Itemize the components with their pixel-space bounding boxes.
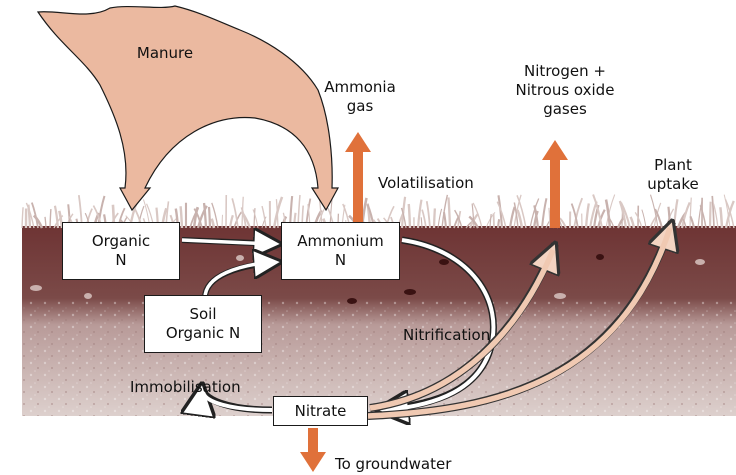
grass-blade bbox=[438, 209, 442, 228]
soil-texture bbox=[22, 300, 736, 416]
grass-blade bbox=[418, 200, 421, 228]
grass-blade bbox=[586, 203, 589, 228]
soil-stone bbox=[404, 289, 416, 295]
grass-blade bbox=[409, 204, 410, 228]
ammonia-gas-label: Ammonia gas bbox=[310, 78, 410, 116]
grass-blade bbox=[710, 202, 711, 228]
volatilisation-arrow bbox=[345, 132, 371, 226]
soil-stone bbox=[236, 255, 244, 261]
grass-blade bbox=[700, 205, 706, 228]
soil-stone bbox=[695, 259, 705, 265]
grass-blade bbox=[720, 207, 722, 228]
grass-blade bbox=[642, 210, 646, 228]
grass-blade bbox=[427, 201, 430, 228]
soil-stone bbox=[439, 259, 449, 265]
soil-stone bbox=[347, 298, 357, 304]
nitrogen-gases-arrow bbox=[542, 140, 568, 228]
grass-blade bbox=[490, 214, 491, 228]
grass-blade bbox=[498, 219, 499, 228]
grass-blade bbox=[444, 212, 446, 228]
grass-blade bbox=[712, 196, 714, 228]
nitrification-label: Nitrification bbox=[403, 326, 503, 345]
nitrogen-gases-label: Nitrogen + Nitrous oxide gases bbox=[500, 62, 630, 119]
grass-blade bbox=[448, 197, 450, 228]
grass-blade bbox=[50, 209, 51, 228]
grass-blade bbox=[209, 207, 210, 228]
nitrate-box: Nitrate bbox=[273, 396, 368, 426]
soil-stone bbox=[30, 285, 42, 291]
volatilisation-label: Volatilisation bbox=[378, 174, 490, 193]
grass-blade bbox=[434, 208, 435, 228]
groundwater-arrow bbox=[300, 428, 326, 472]
manure-label: Manure bbox=[130, 44, 200, 63]
plant-uptake-label: Plant uptake bbox=[638, 156, 708, 194]
ammonium-n-box: Ammonium N bbox=[281, 222, 400, 280]
soil-stone bbox=[84, 293, 92, 299]
manure-pile bbox=[38, 6, 338, 210]
groundwater-label: To groundwater bbox=[335, 455, 470, 474]
grass-blade bbox=[690, 198, 691, 228]
soil-stone bbox=[596, 254, 604, 260]
soil-stone bbox=[554, 293, 566, 299]
grass-blade bbox=[542, 198, 546, 228]
grass-blade bbox=[181, 206, 182, 228]
organic-n-box: Organic N bbox=[62, 222, 180, 280]
grass-blade bbox=[22, 207, 23, 228]
soil-organic-n-box: Soil Organic N bbox=[144, 295, 262, 353]
grass-blade bbox=[422, 210, 426, 228]
immobilisation-label: Immobilisation bbox=[130, 378, 255, 397]
